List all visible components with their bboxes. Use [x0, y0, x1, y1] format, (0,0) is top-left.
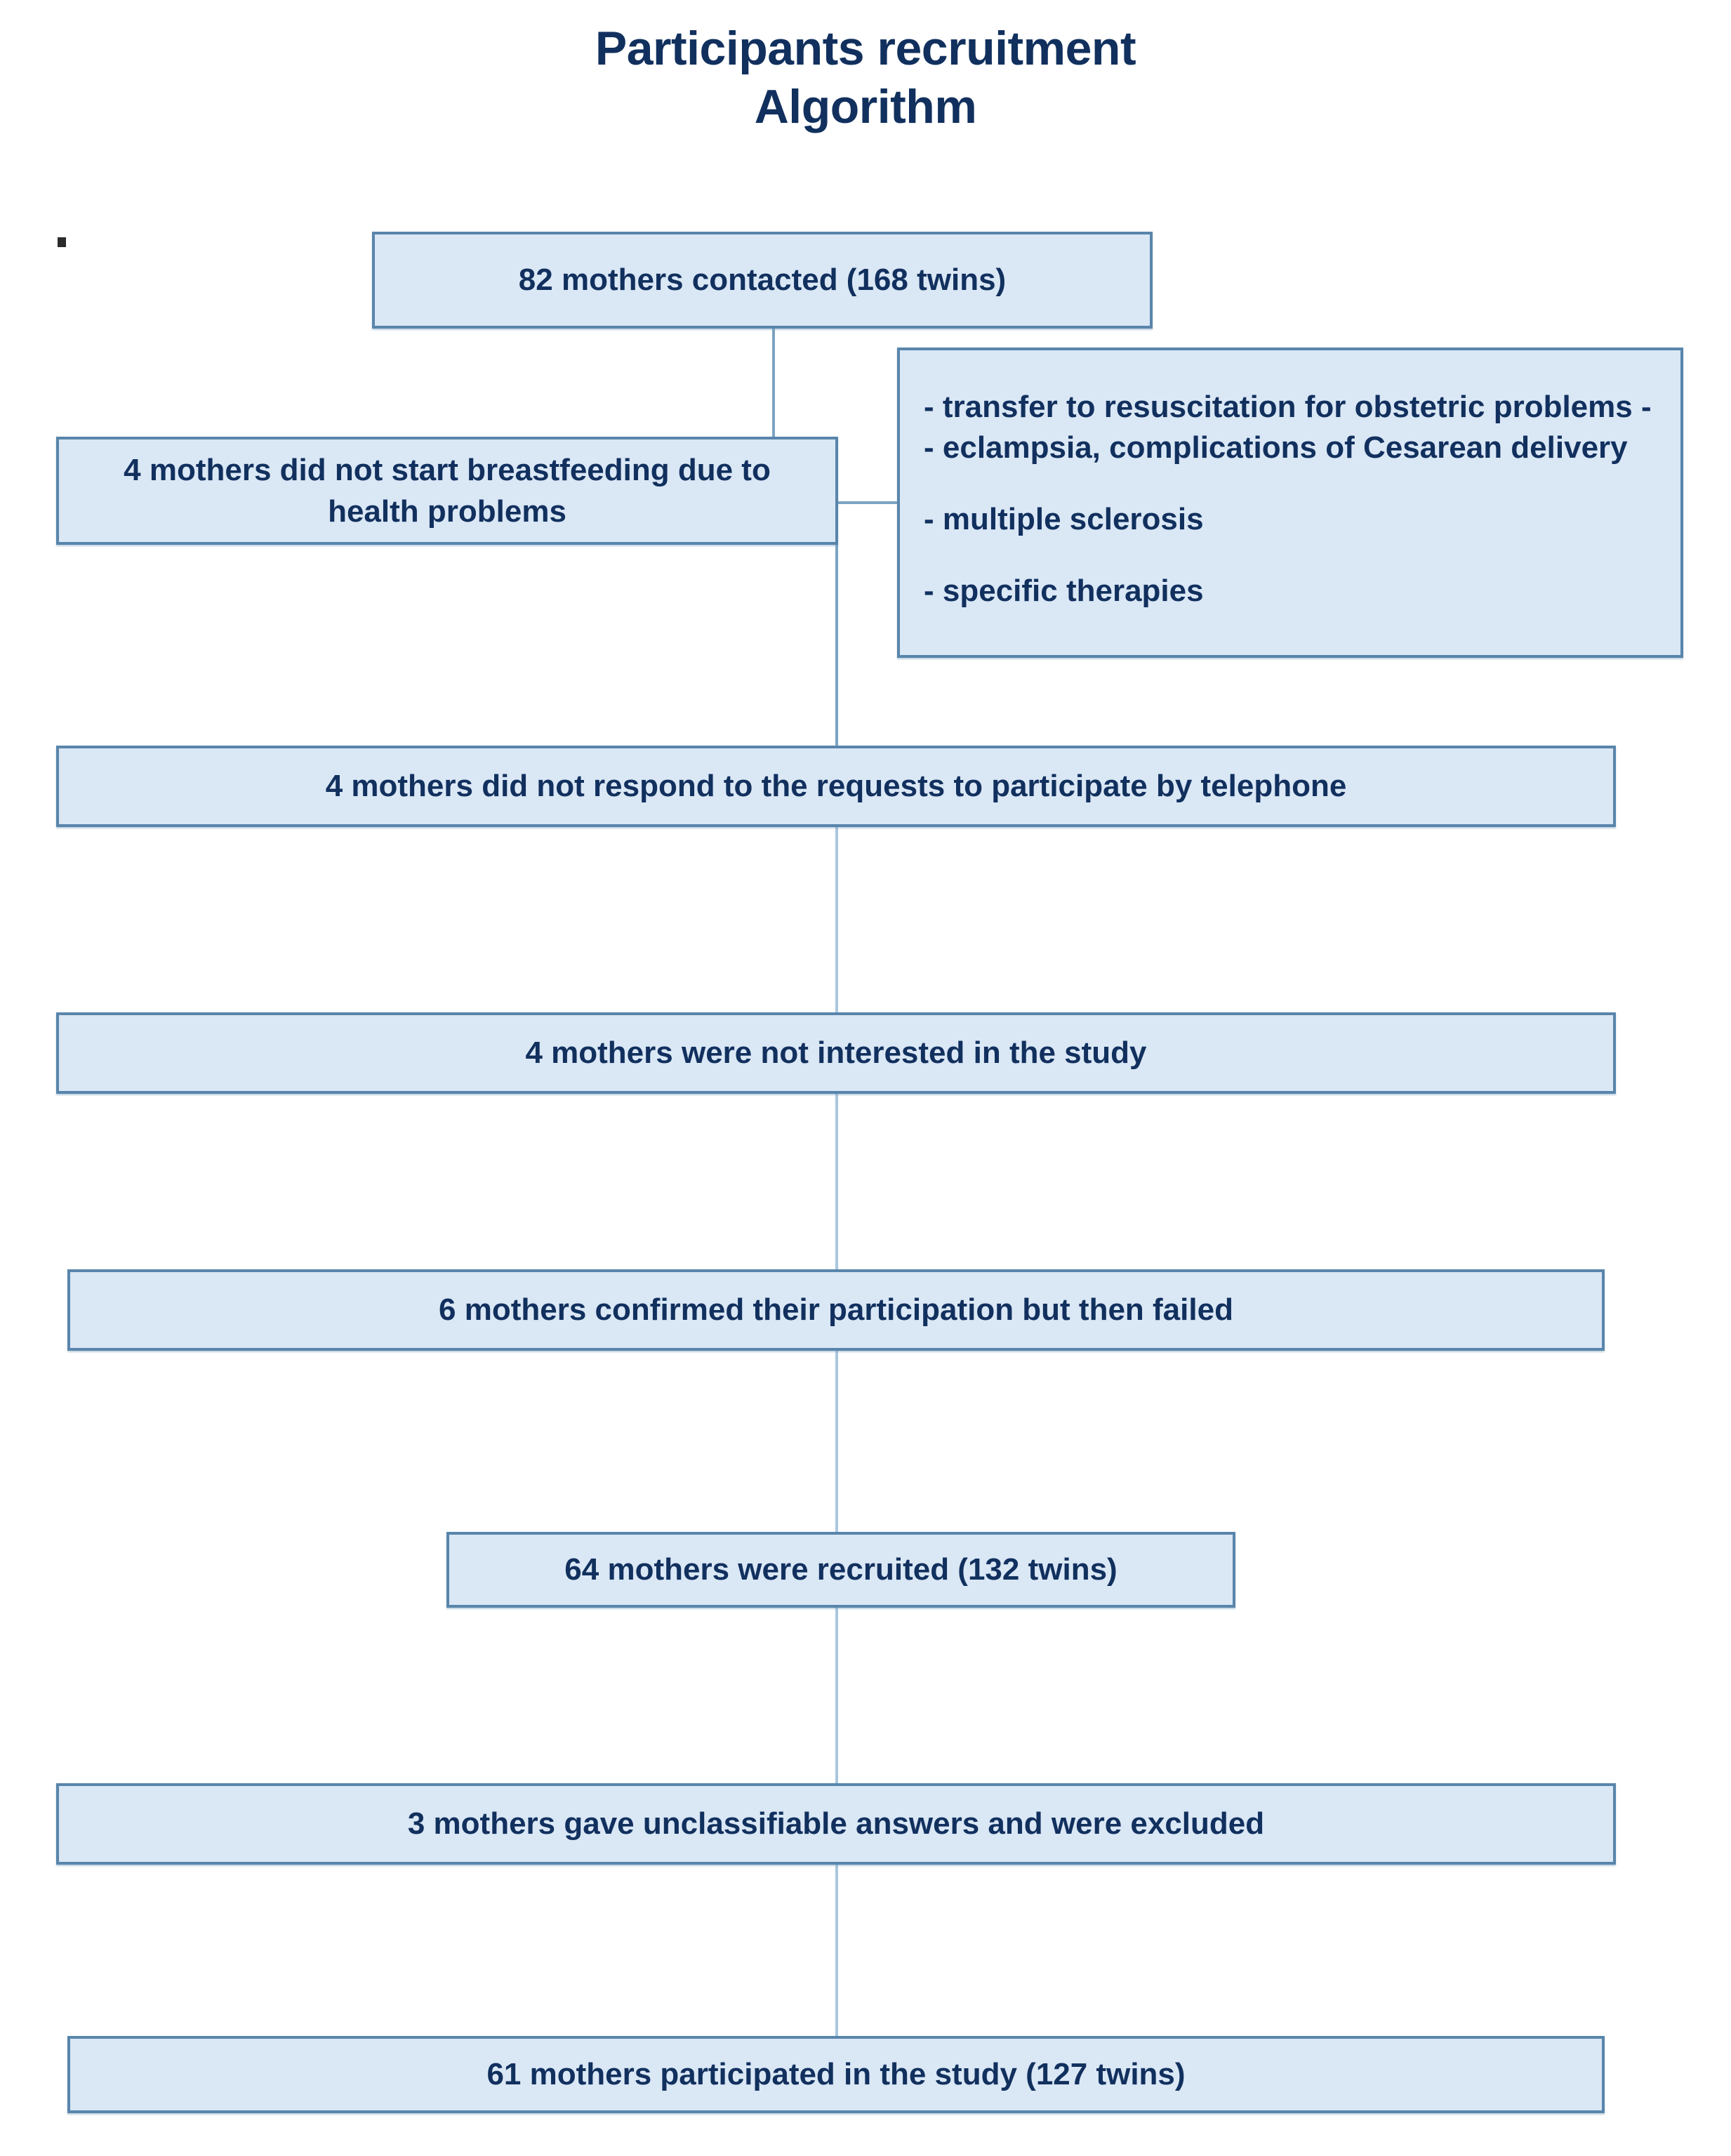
- title-line-2: Algorithm: [754, 79, 977, 133]
- node-notinterested-label: 4 mothers were not interested in the stu…: [525, 1036, 1147, 1070]
- reason-item-specific-therapies: - specific therapies: [924, 574, 1204, 609]
- node-noresponse-label: 4 mothers did not respond to the request…: [325, 769, 1347, 803]
- connector-unclassifiable-to-participated: [835, 1865, 838, 2039]
- node-unclassifiable-answers[interactable]: 3 mothers gave unclassifiable answers an…: [56, 1783, 1616, 1865]
- node-health-reasons-list[interactable]: - transfer to resuscitation for obstetri…: [897, 348, 1683, 658]
- node-contacted-label: 82 mothers contacted (168 twins): [518, 263, 1007, 297]
- connector-trunk-to-reasons: [835, 501, 900, 504]
- node-mothers-participated[interactable]: 61 mothers participated in the study (12…: [67, 2036, 1605, 2113]
- node-participated-label: 61 mothers participated in the study (12…: [486, 2057, 1186, 2091]
- node-mothers-contacted[interactable]: 82 mothers contacted (168 twins): [372, 232, 1153, 329]
- title-line-1: Participants recruitment: [595, 22, 1136, 75]
- connector-recruited-to-unclassifiable: [835, 1608, 838, 1786]
- node-confirmed-then-failed[interactable]: 6 mothers confirmed their participation …: [67, 1269, 1605, 1351]
- node-mothers-recruited[interactable]: 64 mothers were recruited (132 twins): [446, 1532, 1235, 1608]
- node-recruited-label: 64 mothers were recruited (132 twins): [564, 1552, 1117, 1587]
- page-title: Participants recruitment Algorithm: [0, 20, 1731, 136]
- connector-notinterested-to-failed: [835, 1094, 838, 1272]
- node-nobf-label: 4 mothers did not start breastfeeding du…: [124, 452, 771, 529]
- node-unclassifiable-label: 3 mothers gave unclassifiable answers an…: [407, 1806, 1265, 1841]
- reason-item-multiple-sclerosis: - multiple sclerosis: [924, 502, 1204, 537]
- connector-contacted-to-nobf: [772, 329, 775, 438]
- connector-failed-to-recruited: [835, 1351, 838, 1535]
- node-not-interested[interactable]: 4 mothers were not interested in the stu…: [56, 1012, 1616, 1094]
- node-failed-label: 6 mothers confirmed their participation …: [439, 1292, 1233, 1327]
- reason-item-transfer-resuscitation: - transfer to resuscitation for obstetri…: [924, 390, 1652, 465]
- connector-nobf-to-noresponse: [835, 437, 838, 748]
- connector-noresponse-to-notinterested: [835, 827, 838, 1015]
- node-did-not-start-breastfeeding[interactable]: 4 mothers did not start breastfeeding du…: [56, 437, 838, 545]
- node-did-not-respond[interactable]: 4 mothers did not respond to the request…: [56, 746, 1616, 827]
- stray-period-mark: [58, 237, 66, 247]
